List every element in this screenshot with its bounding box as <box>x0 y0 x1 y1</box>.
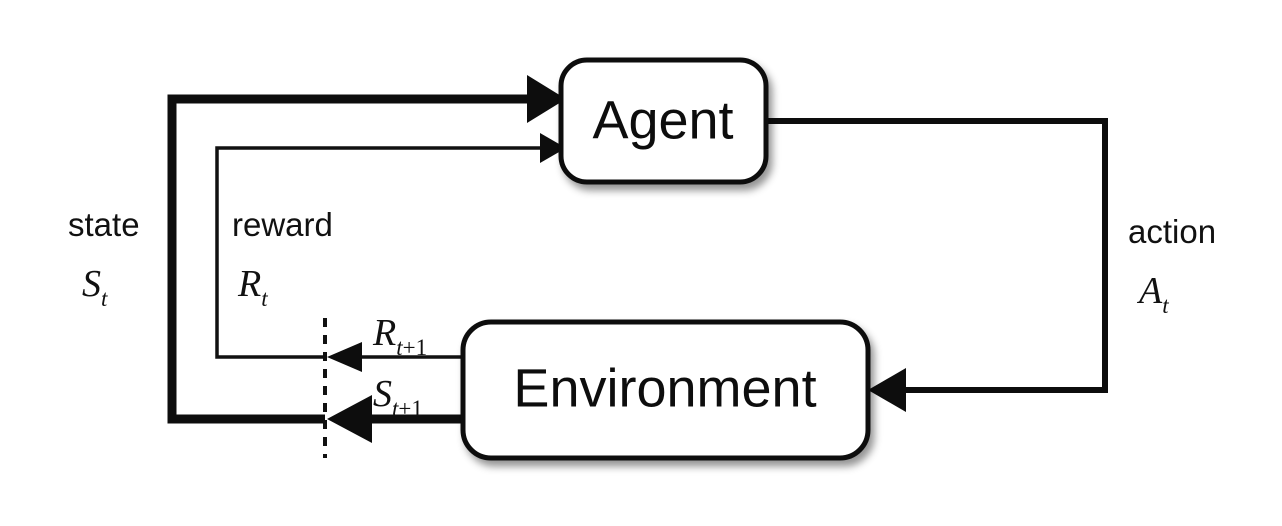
next-reward-subscript-var: t <box>396 335 403 360</box>
next-reward-symbol: Rt+1 <box>372 312 427 360</box>
state-arrowhead-into-agent <box>527 75 566 123</box>
next-state-subscript-var: t <box>392 396 399 421</box>
next-state-subscript-rest: +1 <box>398 396 422 421</box>
state-symbol-base: S <box>82 263 101 305</box>
reward-symbol-base: R <box>237 263 261 305</box>
node-agent[interactable]: Agent <box>558 57 769 185</box>
agent-box[interactable] <box>558 57 769 185</box>
edge-action <box>766 118 1108 412</box>
edge-state-feedback <box>167 75 566 424</box>
next-reward-subscript-rest: +1 <box>403 335 427 360</box>
next-state-symbol-base: S <box>373 373 392 415</box>
state-symbol-subscript: t <box>101 286 108 311</box>
state-feedback-line <box>167 94 527 424</box>
node-environment[interactable]: Environment <box>460 319 871 461</box>
next-state-symbol: St+1 <box>373 373 423 421</box>
action-text-label: action <box>1128 213 1216 250</box>
edge-reward-feedback <box>215 133 566 359</box>
next-state-arrowhead <box>327 395 372 443</box>
reward-symbol-subscript: t <box>261 286 268 311</box>
state-text-label: state <box>68 206 140 243</box>
label-state: state St <box>68 206 140 311</box>
state-symbol: St <box>82 263 108 311</box>
label-action: action At <box>1128 213 1216 318</box>
environment-label: Environment <box>513 358 816 418</box>
action-symbol-base: A <box>1136 270 1163 312</box>
reward-feedback-line <box>215 146 540 359</box>
action-symbol: At <box>1136 270 1169 318</box>
environment-box[interactable] <box>460 319 871 461</box>
next-reward-symbol-base: R <box>372 312 396 354</box>
edge-next-state <box>327 395 463 443</box>
reward-arrowhead-into-agent <box>540 133 566 163</box>
edge-next-reward <box>327 342 463 372</box>
action-symbol-subscript: t <box>1162 293 1169 318</box>
action-arrowhead-into-environment <box>868 368 906 412</box>
reward-text-label: reward <box>232 206 333 243</box>
reward-symbol: Rt <box>237 263 268 311</box>
next-reward-arrowhead <box>327 342 362 372</box>
agent-label: Agent <box>592 90 733 150</box>
label-reward: reward Rt <box>232 206 333 311</box>
action-line <box>766 118 1108 393</box>
